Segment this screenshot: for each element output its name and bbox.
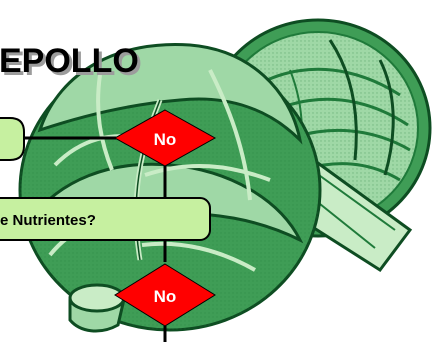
slide-title: EPOLLO EPOLLO — [0, 42, 142, 83]
decision-2-label: No — [154, 287, 177, 306]
flow-connectors — [20, 136, 167, 342]
cabbage-illustration — [18, 18, 432, 333]
decision-diamond-1: No — [113, 109, 217, 167]
slide-title-shadow: EPOLLO — [2, 45, 142, 83]
slide-title-text: EPOLLO — [0, 42, 139, 80]
question-box-2: e Nutrientes? — [0, 197, 211, 241]
decision-diamond-2: No — [114, 263, 216, 327]
question-box-2-label: e Nutrientes? — [0, 212, 96, 229]
decision-1-label: No — [154, 130, 177, 149]
question-box-1 — [0, 117, 25, 161]
